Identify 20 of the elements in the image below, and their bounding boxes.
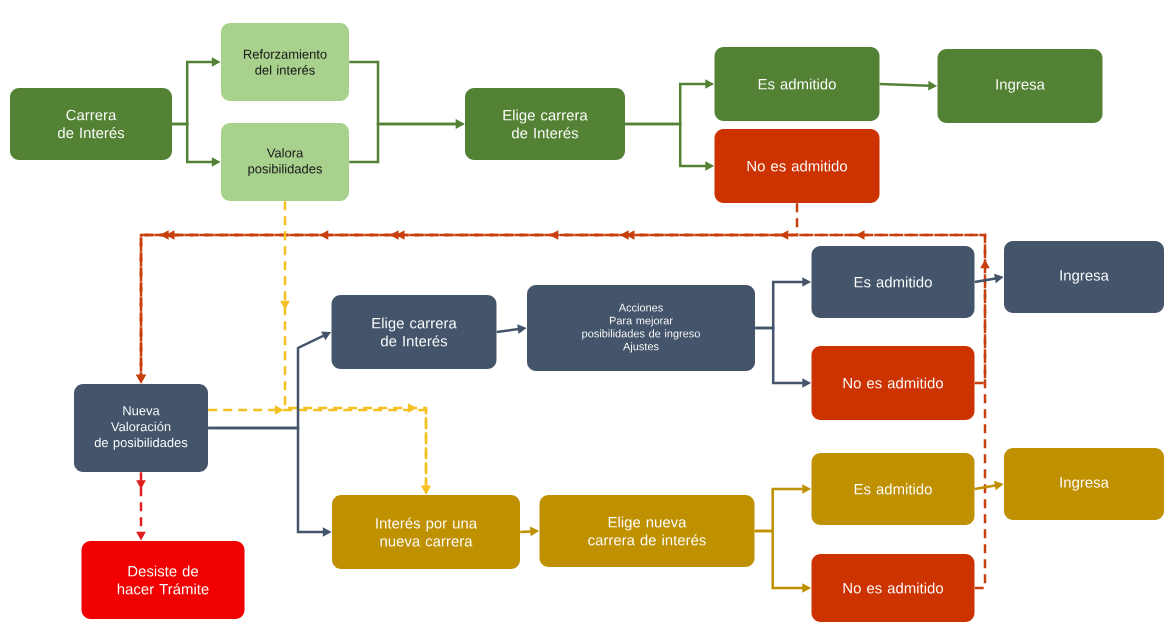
dashed-arrow [136, 230, 990, 590]
process-box: Valora posibilidades [221, 123, 349, 201]
process-box: Desiste de hacer Trámite [81, 541, 245, 619]
process-box: Ingresa [1004, 448, 1164, 520]
process-box: Elige nueva carrera de interés [539, 495, 755, 567]
process-box: Reforzamiento del interés [221, 23, 349, 101]
process-box: Nueva Valoración de posibilidades [74, 384, 208, 472]
process-box: No es admitido [811, 346, 975, 420]
process-box: Es admitido [714, 47, 880, 121]
process-box: Acciones Para mejorar posibilidades de ingreso Ajustes [527, 285, 755, 371]
process-box: Es admitido [811, 246, 975, 318]
process-box: No es admitido [811, 554, 975, 622]
process-box: Interés por una nueva carrera [332, 495, 520, 569]
process-box: Elige carrera de Interés [331, 295, 497, 369]
process-box: No es admitido [714, 129, 880, 203]
process-box: Ingresa [1004, 241, 1164, 313]
process-box: Es admitido [811, 453, 975, 525]
process-box: Carrera de Interés [10, 88, 172, 160]
process-box: Elige carrera de Interés [465, 88, 625, 160]
process-box: Ingresa [937, 49, 1103, 123]
